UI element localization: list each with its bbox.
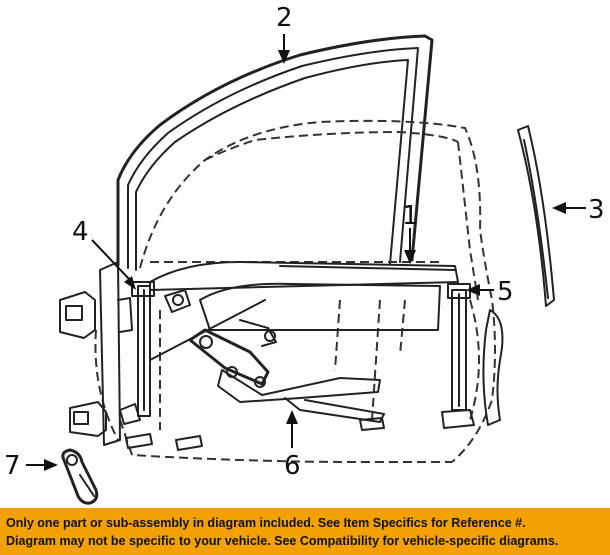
arrowhead-1 <box>404 250 416 264</box>
door-glass <box>149 261 459 331</box>
arrowhead-2 <box>278 50 290 64</box>
callout-labels: 2 1 3 4 5 6 7 <box>4 3 605 481</box>
arrowhead-3 <box>552 202 566 214</box>
disclaimer-line-1: Only one part or sub-assembly in diagram… <box>6 516 526 530</box>
callout-6: 6 <box>284 451 301 481</box>
arrowhead-4 <box>124 276 136 290</box>
window-regulator <box>119 289 385 451</box>
front-run-channel <box>131 281 155 417</box>
arrowhead-6 <box>286 410 298 424</box>
callout-4: 4 <box>72 217 89 247</box>
hinge-assembly <box>59 261 133 446</box>
rear-run-channel <box>447 283 471 411</box>
leader-lines <box>26 34 586 471</box>
arrowhead-7 <box>44 459 58 471</box>
door-parts-diagram: 2 1 3 4 5 6 7 <box>4 3 605 505</box>
disclaimer-line-2: Diagram may not be specific to your vehi… <box>6 534 559 548</box>
belt-molding-strip <box>517 125 555 307</box>
callout-3: 3 <box>588 195 605 225</box>
callout-2: 2 <box>276 3 293 33</box>
disclaimer-banner: Only one part or sub-assembly in diagram… <box>0 508 610 555</box>
callout-1: 1 <box>402 201 419 231</box>
arrowhead-5 <box>466 284 480 296</box>
door-frame-weatherstrip <box>116 34 434 271</box>
window-crank-handle <box>61 448 99 505</box>
door-shell-outline <box>94 119 496 464</box>
callout-5: 5 <box>497 277 514 307</box>
callout-7: 7 <box>4 451 21 481</box>
